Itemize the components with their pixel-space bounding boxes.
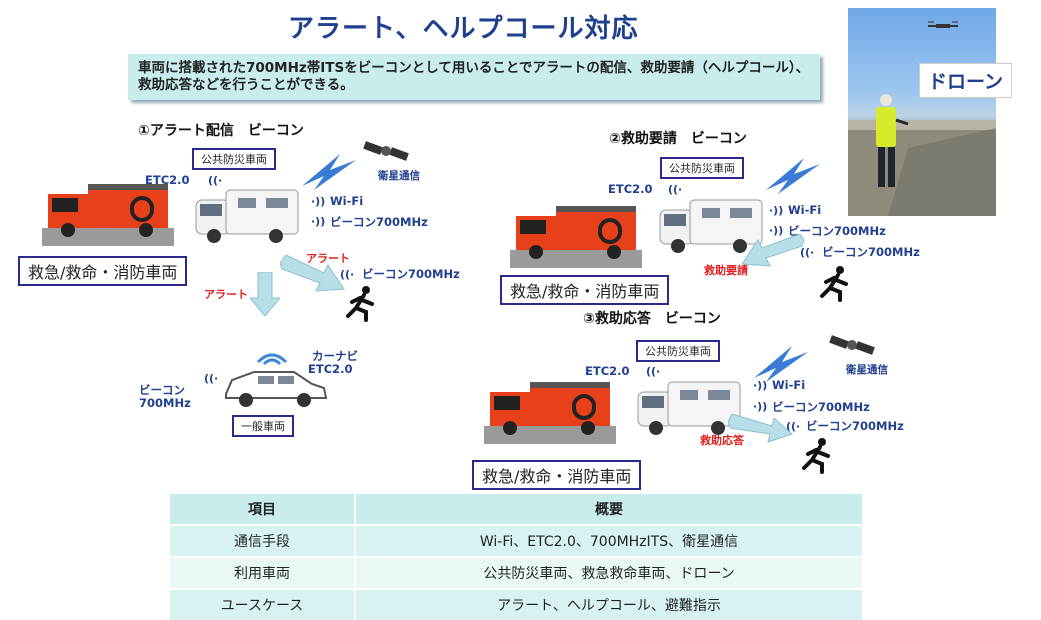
section1-car-beacon-line2: 700MHz <box>139 396 191 410</box>
section1-running-person-icon <box>346 286 374 322</box>
table-row: ユースケース アラート、ヘルプコール、避難指示 <box>170 588 862 620</box>
table-cell-summary: 公共防災車両、救急救命車両、ドローン <box>355 556 862 589</box>
section1-general-car <box>225 371 328 407</box>
section3-beacon-vehicle-label: ビーコン700MHz <box>772 400 870 414</box>
section2-etc-wave-icon: ((· <box>668 183 683 196</box>
section2-rescue-vehicle-label: 救急/救命・消防車両 <box>500 275 670 305</box>
section1-car-etc-label: ETC2.0 <box>308 362 353 376</box>
section2-disaster-camper <box>659 199 763 253</box>
description-panel: 車両に搭載された700MHz帯ITSをビーコンとして用いることでアラートの配信、… <box>128 54 820 100</box>
section3-etc-label: ETC2.0 <box>585 364 630 378</box>
table-cell-item: 利用車両 <box>170 556 356 589</box>
section3-lightning-icon <box>754 346 808 382</box>
section3-satellite-icon <box>829 335 875 355</box>
section3-etc-wave-icon: ((· <box>646 365 661 378</box>
section1-wifi-label: Wi-Fi <box>330 194 364 208</box>
section1-disaster-vehicle-label: 公共防災車両 <box>192 148 276 170</box>
section3-rescue-response-arrow <box>728 414 793 443</box>
section3-disaster-camper <box>637 381 741 435</box>
table-row: 利用車両 公共防災車両、救急救命車両、ドローン <box>170 556 862 589</box>
table-cell-item: 通信手段 <box>170 524 356 557</box>
section1-car-beacon-wave-icon: ((· <box>204 372 219 385</box>
section2-heading: ②救助要請 ビーコン <box>609 131 747 147</box>
section2-rescue-request-arrow <box>741 234 805 267</box>
table-header-summary: 概要 <box>355 494 862 526</box>
person-operator <box>876 94 909 187</box>
section1-disaster-camper <box>195 189 299 243</box>
section3-disaster-vehicle-label: 公共防災車両 <box>636 340 720 362</box>
section1-wifi-wave-icon: ·)) <box>311 195 326 208</box>
drone-photo <box>848 8 996 216</box>
section1-car-wifi-icon <box>256 353 288 366</box>
section2-fire-truck <box>510 206 642 268</box>
section1-satellite-icon <box>363 141 409 161</box>
section3-person-beacon-wave-icon: ((· <box>786 420 801 433</box>
table-cell-summary: Wi-Fi、ETC2.0、700MHzITS、衛星通信 <box>355 524 862 557</box>
drone-operator-image <box>848 21 996 216</box>
table-cell-item: ユースケース <box>170 588 356 620</box>
section2-beacon-vehicle-label: ビーコン700MHz <box>788 224 886 238</box>
section2-person-beacon-wave-icon: ((· <box>800 246 815 259</box>
section3-wifi-label: Wi-Fi <box>772 378 806 392</box>
section1-alert-down-arrow <box>250 272 280 316</box>
section1-heading: ①アラート配信 ビーコン <box>138 123 304 139</box>
section1-car-beacon-line1: ビーコン <box>139 383 185 397</box>
table-row: 通信手段 Wi-Fi、ETC2.0、700MHzITS、衛星通信 <box>170 524 862 557</box>
section3-beacon-person-label: ビーコン700MHz <box>806 419 904 433</box>
table-header-row: 項目 概要 <box>170 494 862 526</box>
page-title: アラート、ヘルプコール対応 <box>288 14 639 44</box>
section3-running-person-icon <box>802 438 830 474</box>
section1-alert-car-label: アラート <box>204 288 248 301</box>
drone-label: ドローン <box>919 63 1013 98</box>
summary-table: 項目 概要 通信手段 Wi-Fi、ETC2.0、700MHzITS、衛星通信 利… <box>170 494 862 620</box>
section2-beacon-person-label: ビーコン700MHz <box>822 245 920 259</box>
section1-etc-label: ETC2.0 <box>145 173 190 187</box>
section3-wifi-wave-icon: ·)) <box>753 379 768 392</box>
section2-wifi-label: Wi-Fi <box>788 203 822 217</box>
section3-fire-truck <box>484 382 616 444</box>
description-text: 車両に搭載された700MHz帯ITSをビーコンとして用いることでアラートの配信、… <box>138 60 810 93</box>
section3-beacon-wave-icon: ·)) <box>753 400 768 413</box>
section1-rescue-vehicle-label: 救急/救命・消防車両 <box>18 256 188 286</box>
section1-person-beacon-wave-icon: ((· <box>340 268 355 281</box>
section1-alert-person-label: アラート <box>306 252 350 265</box>
section1-alert-person-arrow <box>280 255 345 292</box>
section2-disaster-vehicle-label: 公共防災車両 <box>660 157 744 179</box>
section2-beacon-wave-icon: ·)) <box>769 224 784 237</box>
section3-rescue-response-label: 救助応答 <box>700 434 744 447</box>
drone-icon <box>928 21 958 28</box>
section2-etc-label: ETC2.0 <box>608 182 653 196</box>
section1-beacon-person-label: ビーコン700MHz <box>362 267 460 281</box>
section2-wifi-wave-icon: ·)) <box>769 204 784 217</box>
section2-lightning-icon <box>766 158 820 194</box>
section1-satellite-label: 衛星通信 <box>378 170 420 182</box>
section3-heading: ③救助応答 ビーコン <box>583 311 721 327</box>
section1-general-vehicle-label: 一般車両 <box>232 415 294 437</box>
section1-lightning-icon <box>302 154 356 190</box>
section1-etc-wave-icon: ((· <box>208 174 223 187</box>
table-cell-summary: アラート、ヘルプコール、避難指示 <box>355 588 862 620</box>
section3-rescue-vehicle-label: 救急/救命・消防車両 <box>472 460 642 490</box>
table-header-item: 項目 <box>170 494 356 526</box>
section1-car-nav-label: カーナビ <box>312 349 358 363</box>
section3-satellite-label: 衛星通信 <box>846 364 888 376</box>
section1-beacon-wave-icon: ·)) <box>311 215 326 228</box>
section1-fire-truck <box>42 184 174 246</box>
section1-beacon-vehicle-label: ビーコン700MHz <box>330 215 428 229</box>
section2-running-person-icon <box>820 266 848 302</box>
section2-rescue-request-label: 救助要請 <box>704 264 748 277</box>
